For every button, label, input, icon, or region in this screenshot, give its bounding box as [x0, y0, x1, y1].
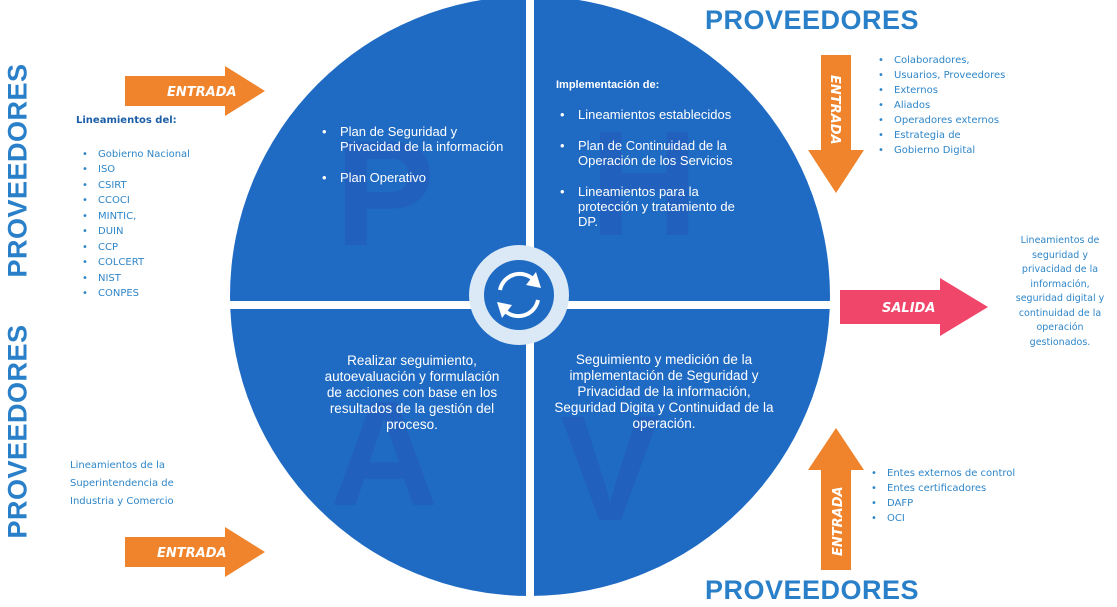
svg-text:ENTRADA: ENTRADA — [827, 75, 842, 145]
left-top-list-item: ISO — [76, 162, 246, 178]
right-bottom-list-item: OCI — [865, 511, 1065, 526]
output-block: Lineamientos de seguridad y privacidad de … — [1005, 234, 1115, 350]
providers-left-top-heading: PROVEEDORES — [2, 63, 33, 278]
quadrant-letter-a: A — [330, 369, 438, 537]
right-bottom-list-item: Entes externos de control — [865, 466, 1065, 481]
right-top-list-item: Usuarios, Proveedores — [872, 68, 1072, 83]
right-bottom-list-item: Entes certificadores — [865, 481, 1065, 496]
providers-bottom-right-heading: PROVEEDORES — [705, 575, 920, 605]
output-line: información, — [1030, 278, 1090, 290]
quadrant-plan-text: Plan de Seguridad y Privacidad de la inf… — [318, 124, 508, 201]
plan-list-item: Plan Operativo — [318, 170, 508, 185]
entrada-arrow-bottom-left: ENTRADA — [125, 527, 265, 577]
providers-top-right-heading: PROVEEDORES — [705, 5, 920, 35]
right-top-list-item: Colaboradores, — [872, 53, 1072, 68]
left-bottom-line: Lineamientos de la — [70, 460, 165, 471]
left-bottom-line: Superintendencia de — [70, 478, 174, 489]
svg-text:ENTRADA: ENTRADA — [167, 85, 237, 100]
output-line: Lineamientos de — [1020, 235, 1100, 246]
left-top-heading: Lineamientos del: — [76, 115, 177, 126]
quadrant-do-text: Implementación de: Lineamientos establec… — [556, 78, 756, 245]
quadrant-letter-v: V — [560, 384, 660, 552]
left-top-block: Lineamientos del: Gobierno NacionalISOCS… — [76, 113, 246, 302]
right-bottom-block: Entes externos de controlEntes certifica… — [865, 466, 1065, 526]
left-top-list-item: MINTIC, — [76, 209, 246, 225]
plan-list-item: Plan de Seguridad y Privacidad de la inf… — [318, 124, 508, 154]
output-line: continuidad de la — [1018, 307, 1102, 319]
svg-text:ENTRADA: ENTRADA — [157, 546, 227, 561]
left-top-list-item: COLCERT — [76, 255, 246, 271]
output-line: seguridad y — [1032, 249, 1088, 261]
quadrant-do-heading: Implementación de: — [556, 79, 660, 91]
svg-text:SALIDA: SALIDA — [882, 301, 935, 316]
right-top-list-item: Gobierno Digital — [872, 143, 1072, 158]
left-bottom-line: Industria y Comercio — [70, 496, 174, 507]
left-top-list-item: CCOCI — [76, 193, 246, 209]
quadrant-check-text: Seguimiento y medición de la implementac… — [554, 352, 774, 431]
entrada-arrow-top-left: ENTRADA — [125, 66, 265, 116]
right-bottom-list-item: DAFP — [865, 496, 1065, 511]
output-line: operación — [1036, 322, 1084, 333]
output-line: seguridad digital y — [1015, 293, 1105, 304]
refresh-cycle-icon — [469, 245, 569, 345]
do-list-item: Lineamientos para la protección y tratam… — [556, 184, 756, 229]
do-list-item: Lineamientos establecidos — [556, 107, 756, 122]
salida-arrow: SALIDA — [840, 278, 988, 336]
do-list-item: Plan de Continuidad de la Operación de l… — [556, 138, 756, 168]
right-top-list-item: Operadores externos — [872, 113, 1072, 128]
left-top-list-item: CSIRT — [76, 178, 246, 194]
right-top-list-item: Externos — [872, 83, 1072, 98]
left-top-list-item: CONPES — [76, 286, 246, 302]
quadrant-act-text: Realizar seguimiento, autoevaluación y f… — [324, 353, 500, 432]
output-line: gestionados. — [1029, 336, 1091, 348]
svg-text:ENTRADA: ENTRADA — [831, 486, 846, 556]
entrada-arrow-top-right: ENTRADA — [808, 55, 864, 193]
quadrant-letter-h: H — [590, 99, 698, 267]
left-top-list-item: CCP — [76, 240, 246, 256]
left-bottom-block: Lineamientos de la Superintendencia de Ind… — [70, 457, 240, 511]
output-line: privacidad de la — [1021, 264, 1099, 275]
right-top-list-item: Estrategia de — [872, 128, 1072, 143]
entrada-arrow-bottom-right: ENTRADA — [808, 428, 864, 570]
right-top-list-item: Aliados — [872, 98, 1072, 113]
left-top-list-item: Gobierno Nacional — [76, 147, 246, 163]
left-top-list-item: DUIN — [76, 224, 246, 240]
left-top-list-item: NIST — [76, 271, 246, 287]
providers-left-bottom-heading: PROVEEDORES — [2, 324, 33, 539]
right-top-block: Colaboradores,Usuarios, ProveedoresExter… — [872, 53, 1072, 158]
